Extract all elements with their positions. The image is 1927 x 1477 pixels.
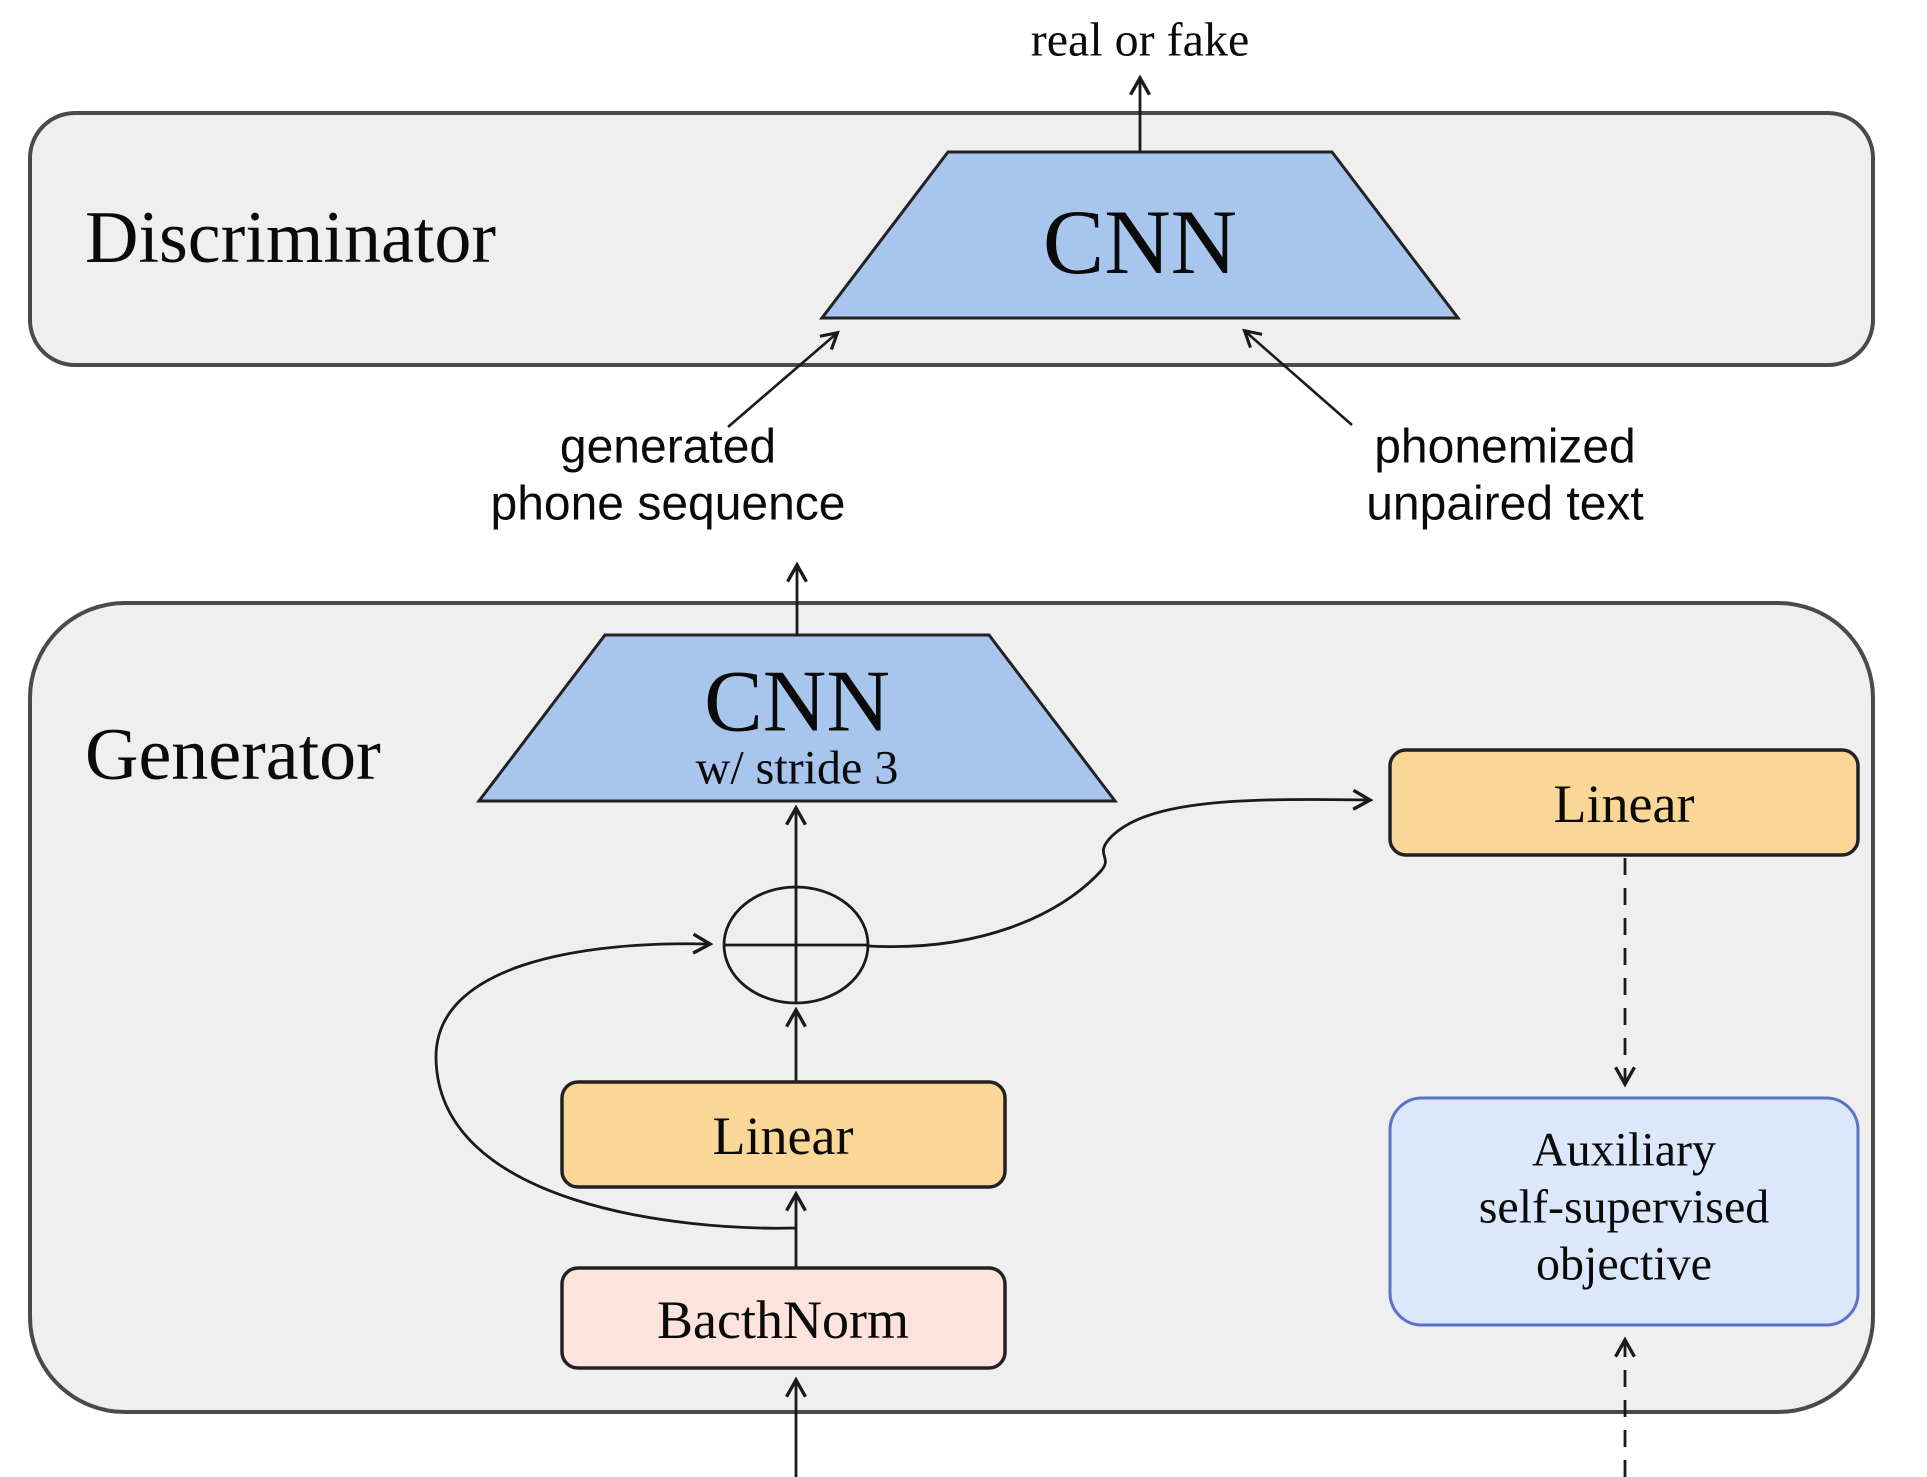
real-or-fake-label: real or fake bbox=[1031, 14, 1250, 67]
proj-linear-box bbox=[1388, 748, 1860, 857]
auxiliary-label-line1: Auxiliary bbox=[1532, 1124, 1716, 1177]
phonemized-label-line2: unpaired text bbox=[1366, 478, 1644, 531]
generator-cnn-label: CNN bbox=[704, 654, 890, 751]
discriminator-title: Discriminator bbox=[85, 197, 496, 279]
auxiliary-label-line3: objective bbox=[1536, 1238, 1712, 1291]
auxiliary-objective-box bbox=[1388, 1096, 1860, 1327]
batchnorm-label: BacthNorm bbox=[657, 1290, 909, 1350]
auxiliary-label-line2: self-supervised bbox=[1479, 1181, 1770, 1234]
generator-title: Generator bbox=[85, 714, 381, 796]
discriminator-cnn-label: CNN bbox=[1043, 191, 1237, 293]
generator-linear-box bbox=[560, 1080, 1007, 1189]
generated-input-arrow bbox=[727, 330, 840, 428]
phonemized-input-arrow bbox=[1242, 328, 1353, 426]
circle-to-proj-linear-curve bbox=[867, 788, 1374, 949]
generator-linear-label: Linear bbox=[713, 1106, 854, 1166]
generated-label-line1: generated bbox=[560, 421, 776, 474]
discriminator-cnn-trapezoid bbox=[818, 150, 1462, 320]
phonemized-label-line1: phonemized bbox=[1374, 421, 1636, 474]
batchnorm-box bbox=[560, 1266, 1007, 1370]
generated-label-line2: phone sequence bbox=[491, 478, 846, 531]
generator-cnn-note: w/ stride 3 bbox=[696, 742, 899, 795]
proj-linear-label: Linear bbox=[1554, 774, 1695, 834]
skip-connection-curve bbox=[434, 932, 797, 1230]
generator-cnn-trapezoid bbox=[475, 633, 1119, 803]
